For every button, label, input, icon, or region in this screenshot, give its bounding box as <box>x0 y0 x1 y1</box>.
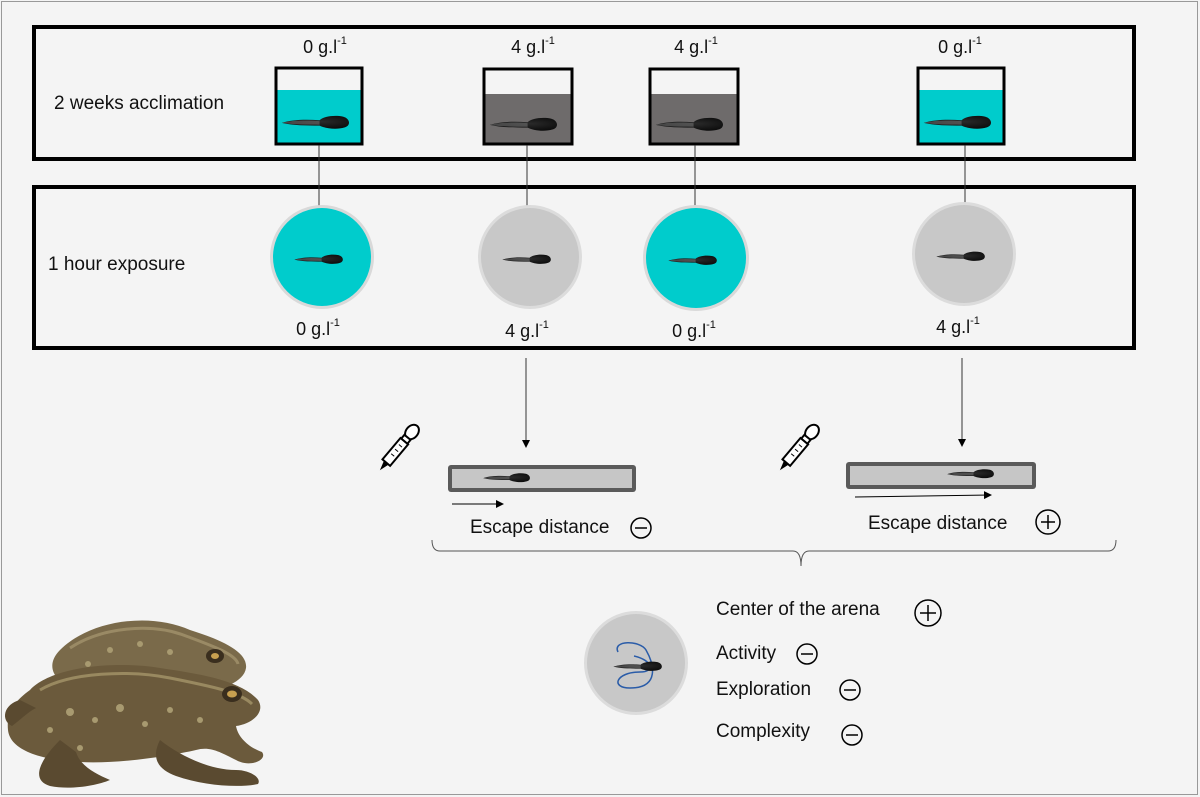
dish-salt-2 <box>912 202 1016 306</box>
result-exploration-label: Exploration <box>716 679 812 700</box>
beaker-clear-2 <box>916 66 1006 146</box>
acclimation-label: 2 weeks acclimation <box>54 93 225 114</box>
acclimation-panel <box>32 25 1136 161</box>
escape-distance-label-2: Escape distance <box>868 513 1008 534</box>
plus-sign-icon <box>1035 509 1061 535</box>
pipette-icon <box>779 423 820 471</box>
exposure-conc-2: 4 g.l-1 <box>505 319 549 341</box>
minus-sign-icon <box>841 724 863 746</box>
acclimation-conc-3: 4 g.l-1 <box>674 35 718 57</box>
dish-salt-1 <box>478 205 582 309</box>
acclimation-conc-1: 0 g.l-1 <box>303 35 347 57</box>
plus-sign-icon <box>914 599 942 627</box>
exposure-label: 1 hour exposure <box>48 254 186 275</box>
escape-tube-1 <box>448 465 636 492</box>
beaker-salt-2 <box>648 67 740 146</box>
escape-distance-label-1: Escape distance <box>470 517 610 538</box>
minus-sign-icon <box>630 517 652 539</box>
minus-sign-icon <box>839 679 861 701</box>
dish-clear-2 <box>643 205 749 311</box>
escape-tube-2 <box>846 462 1036 489</box>
beaker-salt-1 <box>482 67 574 146</box>
result-activity-label: Activity <box>716 643 777 664</box>
exposure-panel <box>32 185 1136 350</box>
exposure-conc-3: 0 g.l-1 <box>672 319 716 341</box>
acclimation-conc-2: 4 g.l-1 <box>511 35 555 57</box>
grouping-brace <box>431 539 1117 567</box>
result-center-label: Center of the arena <box>716 599 880 620</box>
dish-clear-1 <box>270 205 374 309</box>
minus-sign-icon <box>796 643 818 665</box>
acclimation-conc-4: 0 g.l-1 <box>938 35 982 57</box>
beaker-clear-1 <box>274 66 364 146</box>
exposure-conc-1: 0 g.l-1 <box>296 317 340 339</box>
result-complexity-label: Complexity <box>716 721 810 742</box>
pipette-icon <box>379 423 420 471</box>
toad-illustration <box>5 620 264 788</box>
exposure-conc-4: 4 g.l-1 <box>936 315 980 337</box>
arena-dish <box>584 611 688 715</box>
